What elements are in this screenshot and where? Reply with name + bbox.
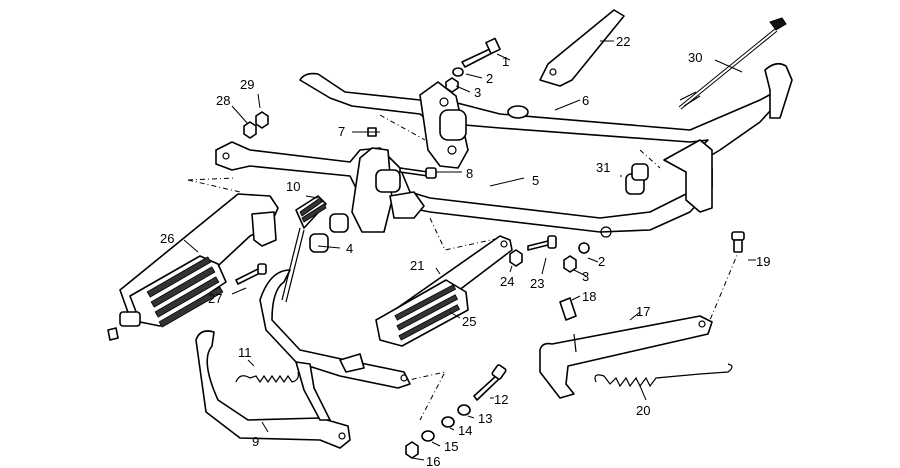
spacer-4-drawing <box>309 213 349 253</box>
bolt-12-drawing <box>473 364 507 401</box>
bolt-8-drawing <box>399 167 437 179</box>
part-number-footrest-rear-right: 26 <box>160 231 174 246</box>
part-number-nut-3-top: 3 <box>474 85 481 100</box>
part-number-screw-footrest: 27 <box>208 291 222 306</box>
footrest-rubber-25-drawing <box>375 279 469 347</box>
part-number-bolt-8: 8 <box>466 166 473 181</box>
alignment-line <box>399 371 446 421</box>
washer-2-top-drawing <box>452 67 464 77</box>
part-number-footrest-rubber-25: 25 <box>462 314 476 329</box>
part-number-grip-10: 10 <box>286 179 300 194</box>
nut-28-drawing <box>243 121 257 139</box>
pin-19-drawing <box>731 231 745 253</box>
alignment-line <box>429 217 501 251</box>
part-number-nut-3-low: 3 <box>582 269 589 284</box>
bracket-22-drawing <box>539 9 625 87</box>
frame-tube-5-drawing <box>215 139 713 238</box>
spring-11-drawing <box>235 371 299 384</box>
alignment-line <box>187 179 241 193</box>
part-number-nut-24: 24 <box>500 274 514 289</box>
spring-20-drawing <box>594 363 733 388</box>
part-number-washer-14: 14 <box>458 423 472 438</box>
part-number-bolt-23: 23 <box>530 276 544 291</box>
alignment-line <box>379 114 426 141</box>
part-number-bracket-22: 22 <box>616 34 630 49</box>
alignment-line <box>187 177 236 181</box>
screw-27-drawing <box>235 263 267 285</box>
side-stand-17-drawing <box>539 315 713 399</box>
part-number-bolt-1: 1 <box>502 54 509 69</box>
footrest-26-drawing <box>107 193 279 341</box>
cap-18-drawing <box>559 297 577 321</box>
part-number-bolt-12: 12 <box>494 392 508 407</box>
part-number-center-stand-9: 9 <box>252 434 259 449</box>
part-number-side-stand-17: 17 <box>636 304 650 319</box>
part-number-washer-2-top: 2 <box>486 71 493 86</box>
part-number-washer-29: 29 <box>240 77 254 92</box>
part-number-washer-15: 15 <box>444 439 458 454</box>
alignment-line <box>709 247 741 321</box>
nut-3-top-drawing <box>445 77 459 93</box>
part-number-spacer-4: 4 <box>346 241 353 256</box>
nut-3-low-drawing <box>563 255 577 273</box>
washer-29-drawing <box>255 111 269 129</box>
rod-30-drawing <box>678 17 787 110</box>
grip-10-drawing <box>281 195 327 303</box>
leader-lines <box>183 40 756 461</box>
part-number-frame-tube-5: 5 <box>532 173 539 188</box>
part-number-nut-28: 28 <box>216 93 230 108</box>
nut-16-drawing <box>405 441 419 459</box>
bolt-1-drawing <box>461 37 501 68</box>
part-number-bushing-31: 31 <box>596 160 610 175</box>
bolt-23-drawing <box>527 235 557 251</box>
part-number-rod-30: 30 <box>688 50 702 65</box>
part-number-pin-19: 19 <box>756 254 770 269</box>
part-number-frame-tube-6: 6 <box>582 93 589 108</box>
part-number-spring-20: 20 <box>636 403 650 418</box>
part-number-screw-7: 7 <box>338 124 345 139</box>
frame-tube-6-drawing <box>299 62 793 169</box>
part-number-washer-2-low: 2 <box>598 254 605 269</box>
center-stand-9-drawing <box>195 269 411 449</box>
part-number-cap-18: 18 <box>582 289 596 304</box>
washer-14-drawing <box>441 416 455 428</box>
part-number-spring-11: 11 <box>238 345 252 360</box>
washer-15-drawing <box>421 430 435 442</box>
part-number-footrest-front-21: 21 <box>410 258 424 273</box>
alignment-line <box>639 149 661 169</box>
washer-2-low-drawing <box>578 242 590 254</box>
bushing-31-drawing <box>625 163 649 195</box>
part-number-washer-13: 13 <box>478 411 492 426</box>
part-number-nut-16: 16 <box>426 454 440 468</box>
washer-13-drawing <box>457 404 471 416</box>
nut-24-drawing <box>509 249 523 267</box>
